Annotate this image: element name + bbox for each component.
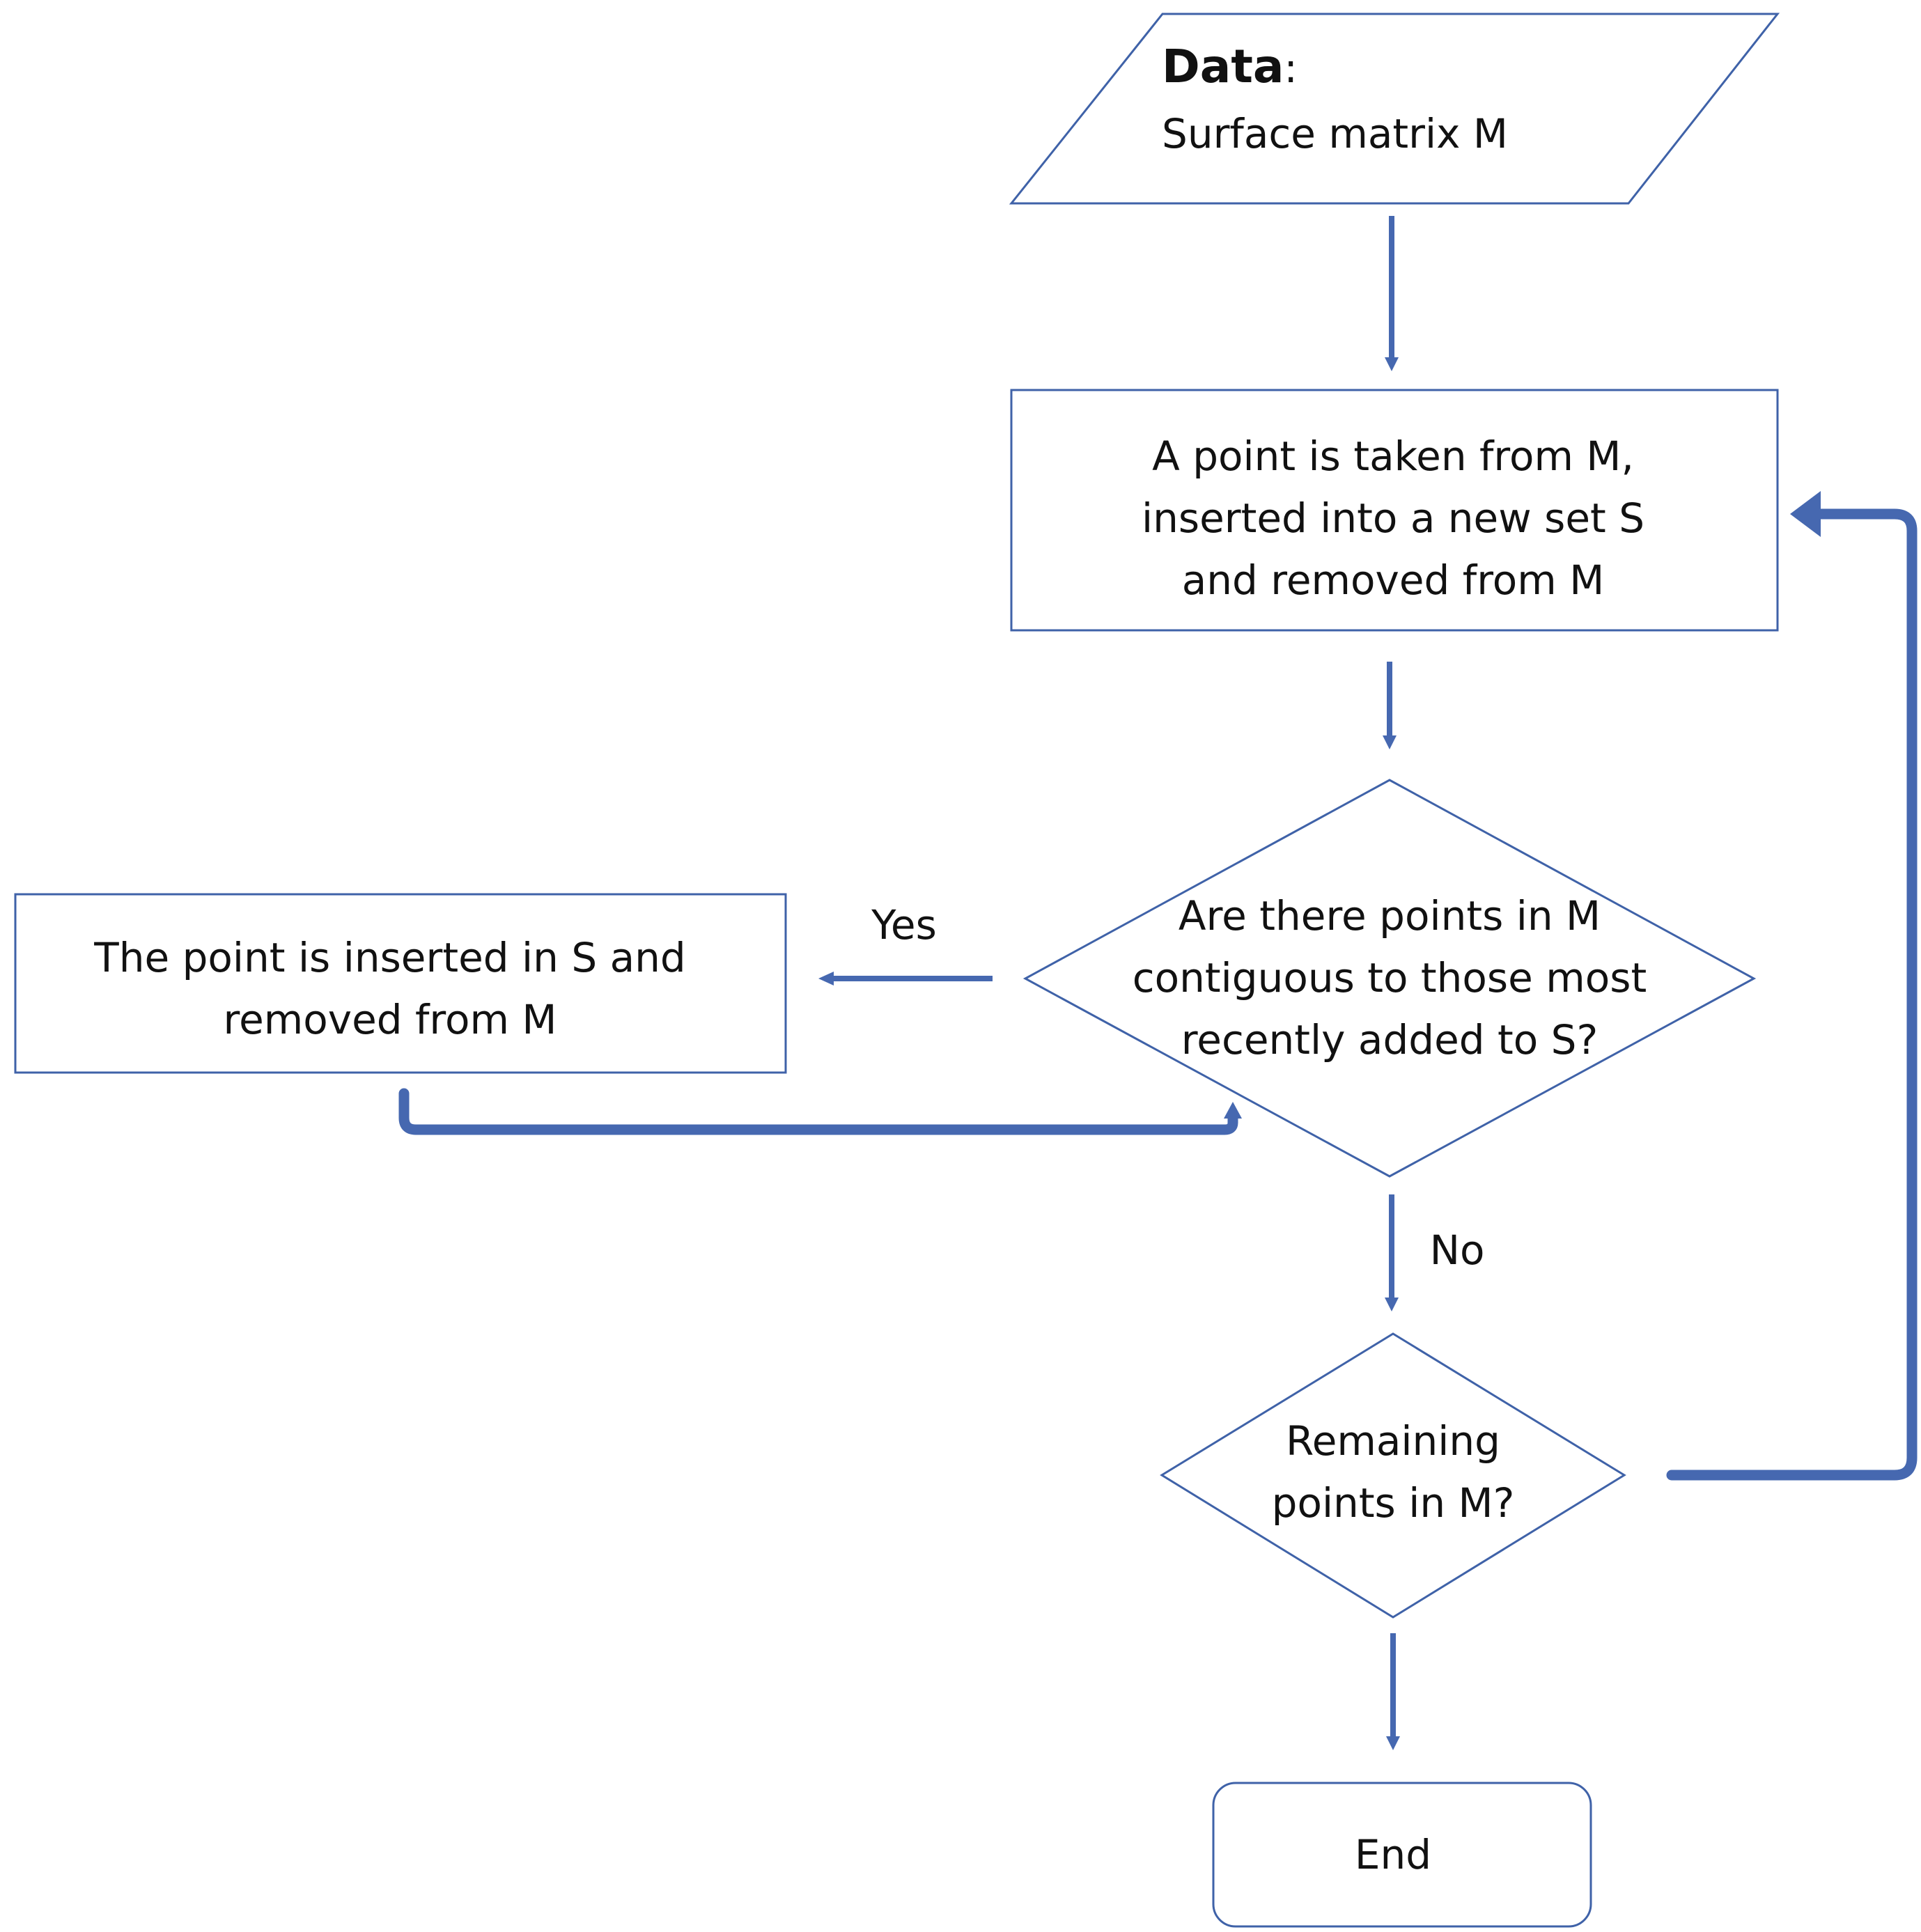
remaining-decision-node: Remaining points in M? xyxy=(1160,1332,1626,1619)
arrow-yes: Yes xyxy=(818,901,993,986)
end-terminal-node: End xyxy=(1212,1782,1592,1928)
arrow-loop-to-take-point xyxy=(1666,491,1918,1481)
arrow-process-to-decision xyxy=(1383,662,1397,749)
no-label: No xyxy=(1430,1226,1485,1274)
insert-point-process-node: The point is inserted in S and removed f… xyxy=(14,893,787,1074)
take-point-line-1: A point is taken from M, xyxy=(1152,433,1634,480)
arrow-no: No xyxy=(1385,1194,1484,1311)
yes-label: Yes xyxy=(871,901,937,949)
contiguous-line-1: Are there points in M xyxy=(1179,892,1601,940)
end-label: End xyxy=(1355,1831,1431,1878)
remaining-line-2: points in M? xyxy=(1272,1479,1515,1527)
insert-point-line-2: removed from M xyxy=(224,996,557,1043)
take-point-process-node: A point is taken from M, inserted into a… xyxy=(1010,389,1779,632)
data-title-colon: : xyxy=(1284,45,1298,92)
data-title: Data xyxy=(1162,40,1284,93)
insert-point-line-1: The point is inserted in S and xyxy=(93,934,685,981)
data-input-node: Data: Surface matrix M xyxy=(1009,13,1780,205)
take-point-line-2: inserted into a new set S xyxy=(1142,494,1644,542)
svg-text:Data:: Data: xyxy=(1162,40,1298,93)
arrow-loop-to-decision xyxy=(398,1088,1242,1135)
take-point-line-3: and removed from M xyxy=(1182,556,1605,604)
arrow-input-to-process xyxy=(1385,216,1399,371)
contiguous-line-2: contiguous to those most xyxy=(1133,954,1647,1002)
data-text: Surface matrix M xyxy=(1162,110,1508,157)
contiguous-decision-node: Are there points in M contiguous to thos… xyxy=(1022,779,1757,1178)
contiguous-line-3: recently added to S? xyxy=(1181,1016,1599,1064)
remaining-line-1: Remaining xyxy=(1286,1417,1500,1465)
arrow-remaining-to-end xyxy=(1386,1633,1400,1750)
